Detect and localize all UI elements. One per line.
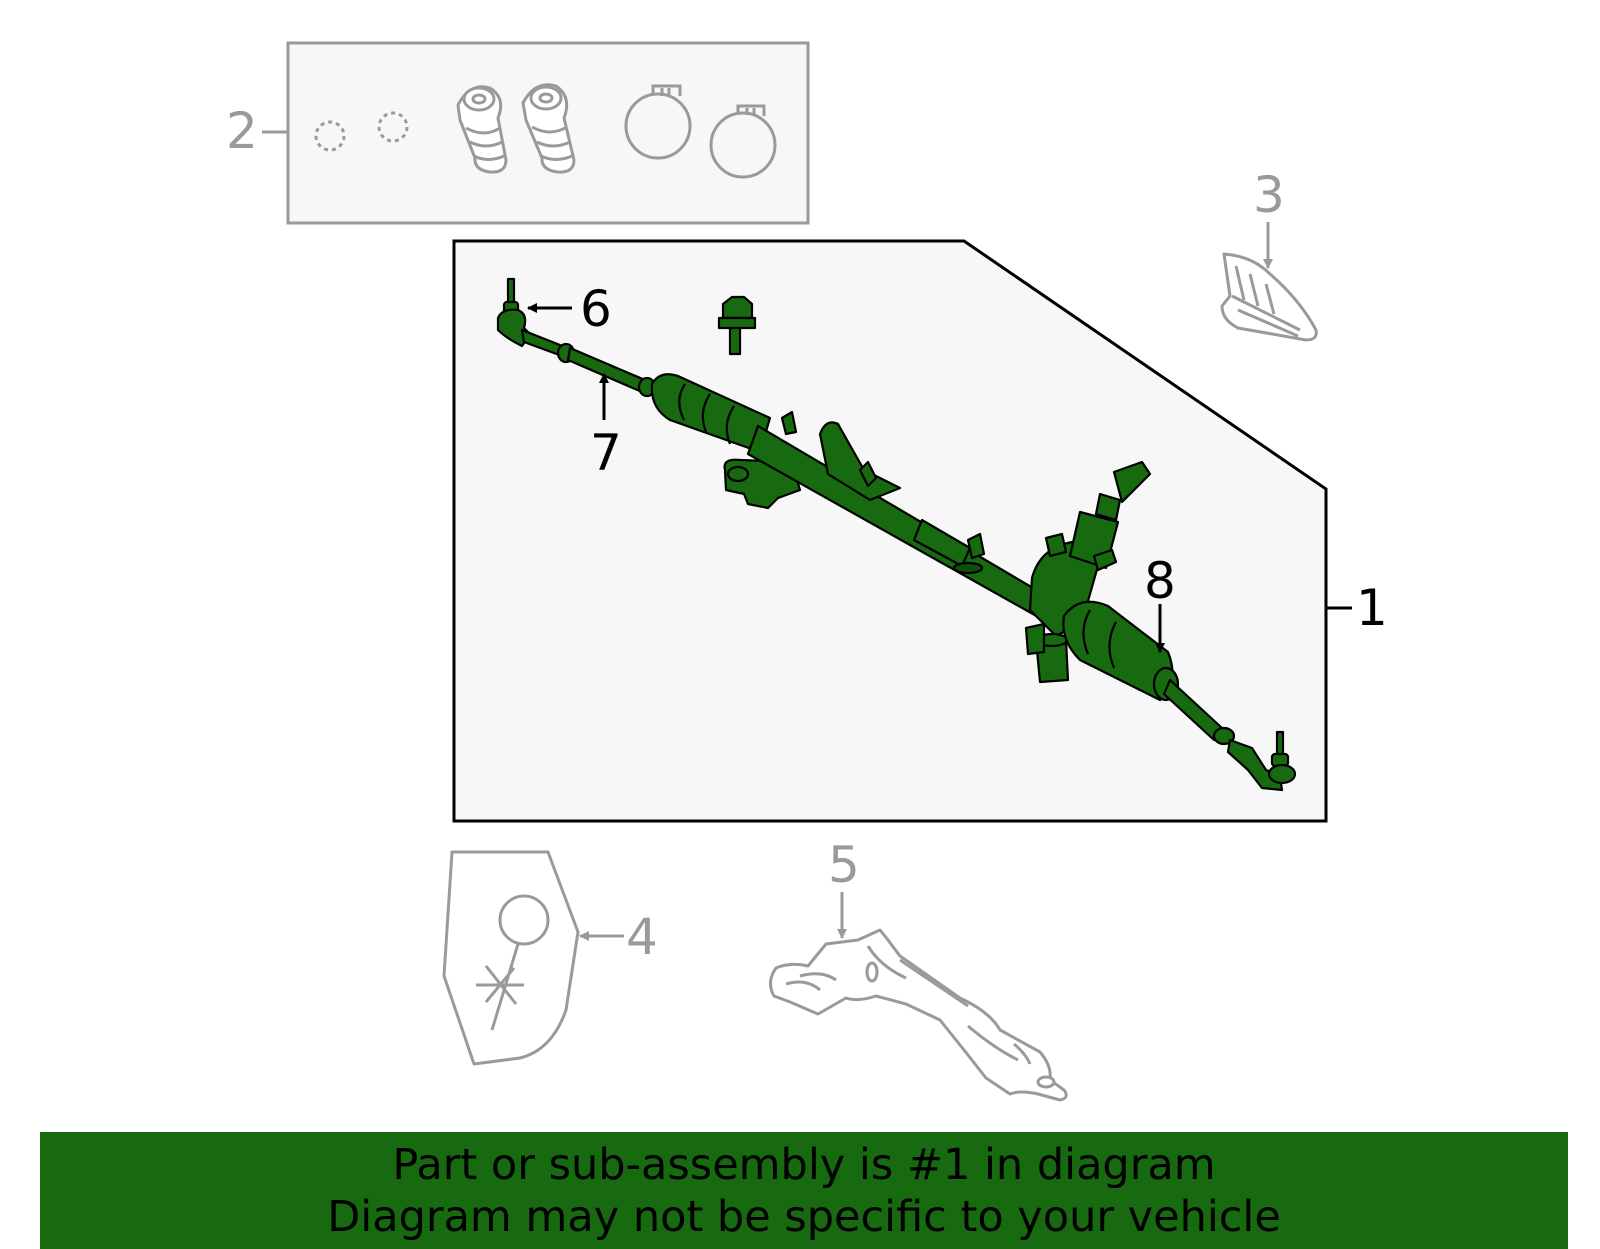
part-3-group[interactable] — [1220, 222, 1318, 342]
callout-8[interactable]: 8 — [1144, 552, 1176, 610]
callout-6[interactable]: 6 — [580, 280, 612, 338]
callout-3[interactable]: 3 — [1253, 166, 1285, 224]
small-ring-icon — [314, 111, 409, 152]
callout-7[interactable]: 7 — [590, 424, 622, 482]
rack-boot-icon — [456, 83, 576, 174]
callout-1[interactable]: 1 — [1356, 579, 1388, 637]
part-2-kit-group[interactable] — [262, 41, 810, 225]
callout-4[interactable]: 4 — [626, 908, 658, 966]
part-5-group[interactable] — [769, 892, 1068, 1102]
notice-banner: Part or sub-assembly is #1 in diagram Di… — [40, 1132, 1568, 1249]
part-1-assembly-group[interactable] — [452, 239, 1352, 823]
callout-5[interactable]: 5 — [828, 836, 860, 894]
mount-clamp-icon — [1220, 252, 1318, 342]
banner-line-2: Diagram may not be specific to your vehi… — [327, 1191, 1281, 1242]
support-bracket-icon — [769, 928, 1068, 1102]
steering-rack-icon — [496, 277, 1297, 792]
part-4-group[interactable] — [442, 850, 624, 1066]
boot-clamp-icon — [624, 84, 777, 179]
caution-label-icon — [442, 850, 580, 1066]
callout-2[interactable]: 2 — [226, 102, 258, 160]
banner-line-1: Part or sub-assembly is #1 in diagram — [392, 1139, 1216, 1190]
